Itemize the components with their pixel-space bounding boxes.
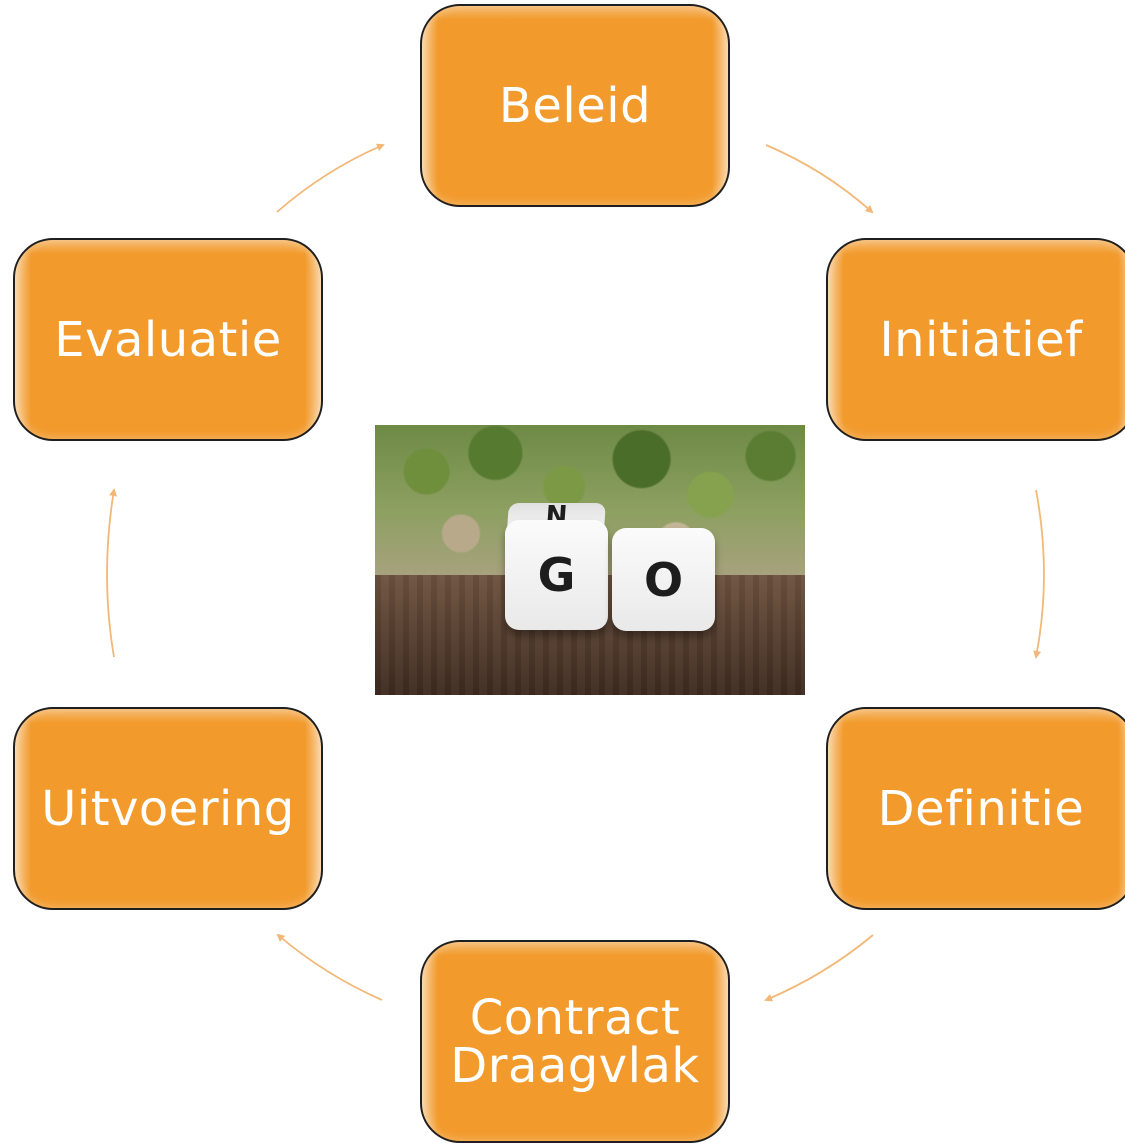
node-uitvoering: Uitvoering: [13, 707, 323, 910]
arrow-evaluatie-to-beleid: [276, 143, 385, 213]
node-initiatief: Initiatief: [826, 238, 1125, 441]
node-evaluatie: Evaluatie: [13, 238, 323, 441]
die-left: G: [505, 520, 608, 630]
arrow-initiatief-to-definitie: [1033, 489, 1045, 659]
arrow-uitvoering-to-evaluatie: [106, 488, 117, 658]
node-contract-draagvlak: Contract Draagvlak: [420, 940, 730, 1143]
node-beleid: Beleid: [420, 4, 730, 207]
die-right: O: [612, 528, 715, 631]
arrow-contract-to-uitvoering: [276, 933, 383, 1001]
arrow-definitie-to-contract: [764, 934, 874, 1002]
node-definitie: Definitie: [826, 707, 1125, 910]
arrow-beleid-to-initiatief: [765, 144, 874, 214]
go-no-go-dice-photo: N G O: [375, 425, 805, 695]
